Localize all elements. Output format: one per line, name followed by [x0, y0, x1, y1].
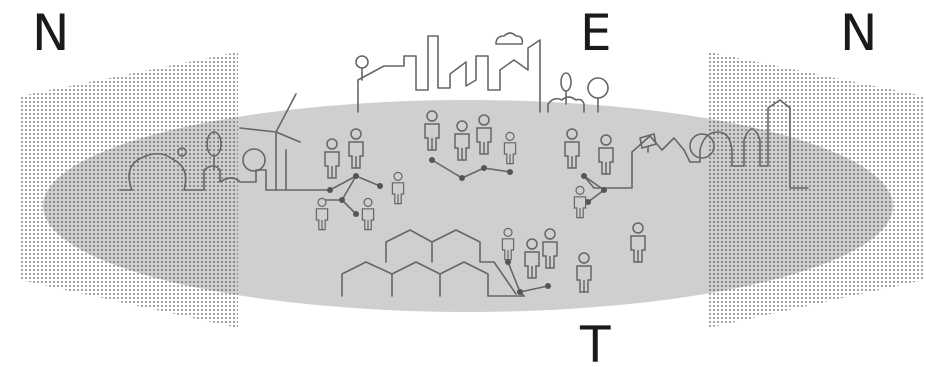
letter-n-right: N	[840, 4, 877, 62]
letter-n-left: N	[32, 4, 69, 62]
letter-e-top: E	[580, 4, 612, 62]
letter-t-bottom: T	[579, 316, 611, 367]
dotted-band-right	[708, 52, 924, 328]
tree-top-left	[356, 56, 368, 68]
cloud	[496, 33, 522, 44]
